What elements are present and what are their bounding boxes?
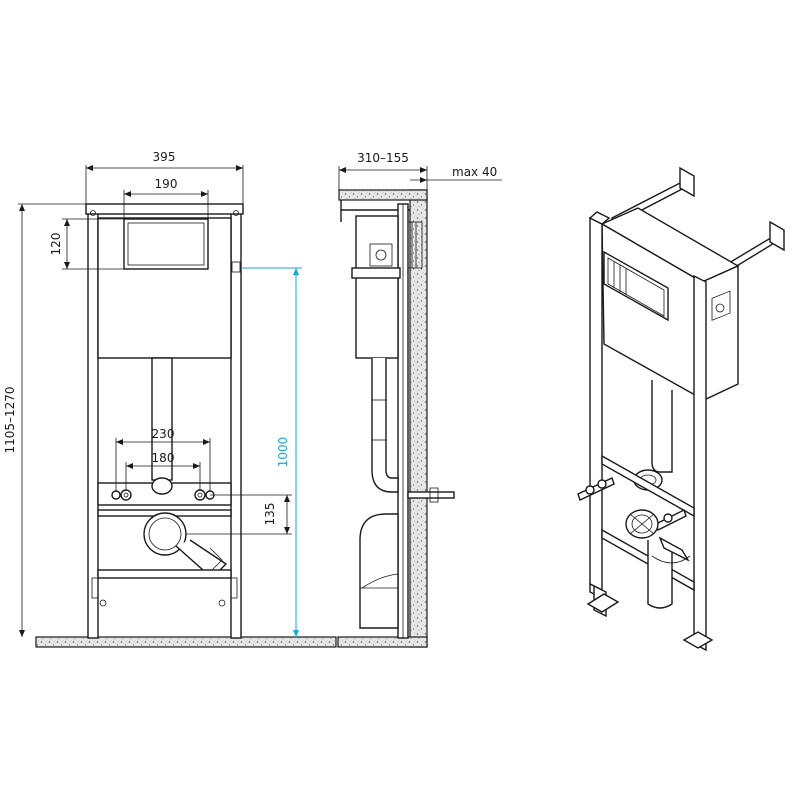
front-crossbar-bottom xyxy=(98,570,231,578)
iso-crossbar-upper xyxy=(602,456,694,516)
side-downpipe xyxy=(372,358,398,492)
side-water-inlet xyxy=(408,492,454,498)
flush-outlet xyxy=(152,478,172,494)
dim-depth-label: 310–155 xyxy=(357,151,409,165)
front-view: 395 190 120 1105–1270 230 180 135 1 xyxy=(3,150,336,647)
dim-flush-height-label: 1000 xyxy=(276,437,290,468)
iso-downpipe xyxy=(652,380,672,472)
side-wall xyxy=(410,190,427,647)
iso-view xyxy=(578,168,784,650)
dim-inlet-inner-label: 180 xyxy=(152,451,175,465)
side-cistern xyxy=(356,216,398,358)
dim-width-label: 395 xyxy=(153,150,176,164)
dim-offset-label: max 40 xyxy=(452,165,497,179)
side-floor xyxy=(338,637,427,647)
iso-left-column xyxy=(590,218,602,590)
front-right-column xyxy=(231,208,241,638)
dim-drain-height-label: 135 xyxy=(263,503,277,526)
dim-panel-width-label: 190 xyxy=(155,177,178,191)
dim-total-height-label: 1105–1270 xyxy=(3,386,17,453)
side-ceiling-slab xyxy=(339,190,427,200)
side-drain-bend xyxy=(360,514,398,628)
dim-inlet-outer-label: 230 xyxy=(152,427,175,441)
iso-right-column xyxy=(694,276,706,642)
front-left-column xyxy=(88,208,98,638)
front-top-bar xyxy=(86,204,243,214)
flush-panel-frame xyxy=(124,219,208,269)
dim-panel-height-label: 120 xyxy=(49,233,63,256)
iso-cistern-side xyxy=(702,266,738,400)
front-floor xyxy=(36,637,336,647)
inlet-left-a xyxy=(121,490,131,500)
inlet-right-a xyxy=(195,490,205,500)
side-view: 310–155 max 40 xyxy=(338,151,502,647)
